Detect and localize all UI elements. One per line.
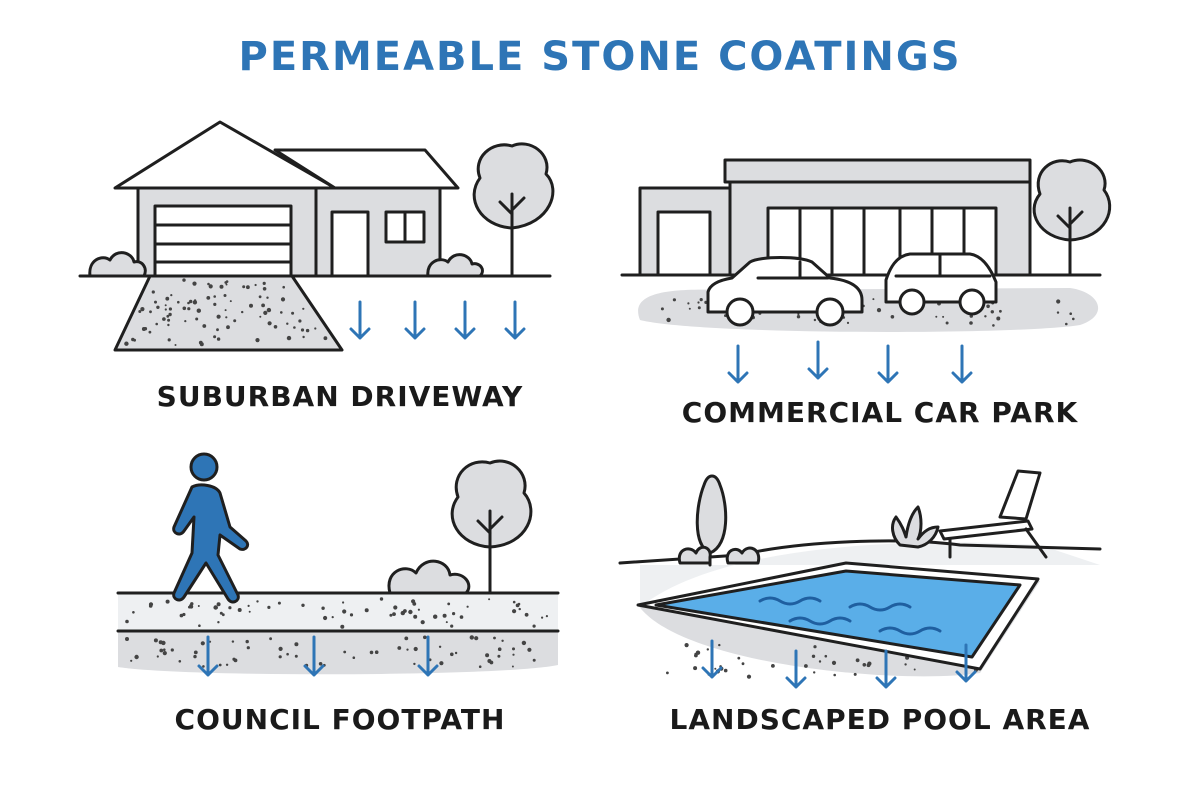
- label-landscaped-pool-area: LANDSCAPED POOL AREA: [669, 703, 1091, 736]
- label-commercial-car-park: COMMERCIAL CAR PARK: [681, 396, 1079, 429]
- tree-icon: [472, 142, 555, 278]
- tree-icon: [1032, 158, 1112, 277]
- drainage-arrow-icon: [349, 300, 526, 340]
- landscaped-pool-illustration: [618, 469, 1102, 689]
- council-footpath-illustration: [116, 452, 560, 677]
- panel-council-footpath: COUNCIL FOOTPATH: [60, 445, 620, 785]
- drainage-arrow-icon: [197, 635, 439, 677]
- gravel-texture: [125, 597, 548, 668]
- shrub-icon: [88, 251, 147, 278]
- pool-icon: [636, 561, 1040, 671]
- house-icon: [113, 120, 460, 278]
- shrub-icon: [725, 546, 761, 565]
- drainage-arrow-icon: [701, 639, 977, 689]
- label-council-footpath: COUNCIL FOOTPATH: [174, 703, 506, 736]
- gravel-texture: [124, 278, 328, 347]
- shrub-icon: [891, 505, 940, 549]
- pedestrian-icon: [172, 452, 250, 604]
- car-icon: [706, 256, 864, 327]
- drainage-arrow-icon: [727, 340, 973, 384]
- panel-landscaped-pool-area: LANDSCAPED POOL AREA: [600, 445, 1160, 785]
- car-icon: [884, 252, 998, 316]
- tree-icon: [450, 459, 533, 595]
- label-suburban-driveway: SUBURBAN DRIVEWAY: [156, 380, 524, 413]
- panel-commercial-car-park: COMMERCIAL CAR PARK: [600, 120, 1160, 460]
- gravel-driveway: [113, 274, 344, 352]
- shrub-icon: [426, 253, 484, 278]
- shrub-icon: [677, 545, 712, 565]
- suburban-driveway-illustration: [78, 120, 555, 352]
- commercial-car-park-illustration: [620, 158, 1112, 384]
- page-title: PERMEABLE STONE COATINGS: [238, 34, 962, 80]
- panel-suburban-driveway: SUBURBAN DRIVEWAY: [60, 110, 620, 450]
- shrub-icon: [387, 559, 471, 595]
- sun-lounger-icon: [938, 469, 1048, 559]
